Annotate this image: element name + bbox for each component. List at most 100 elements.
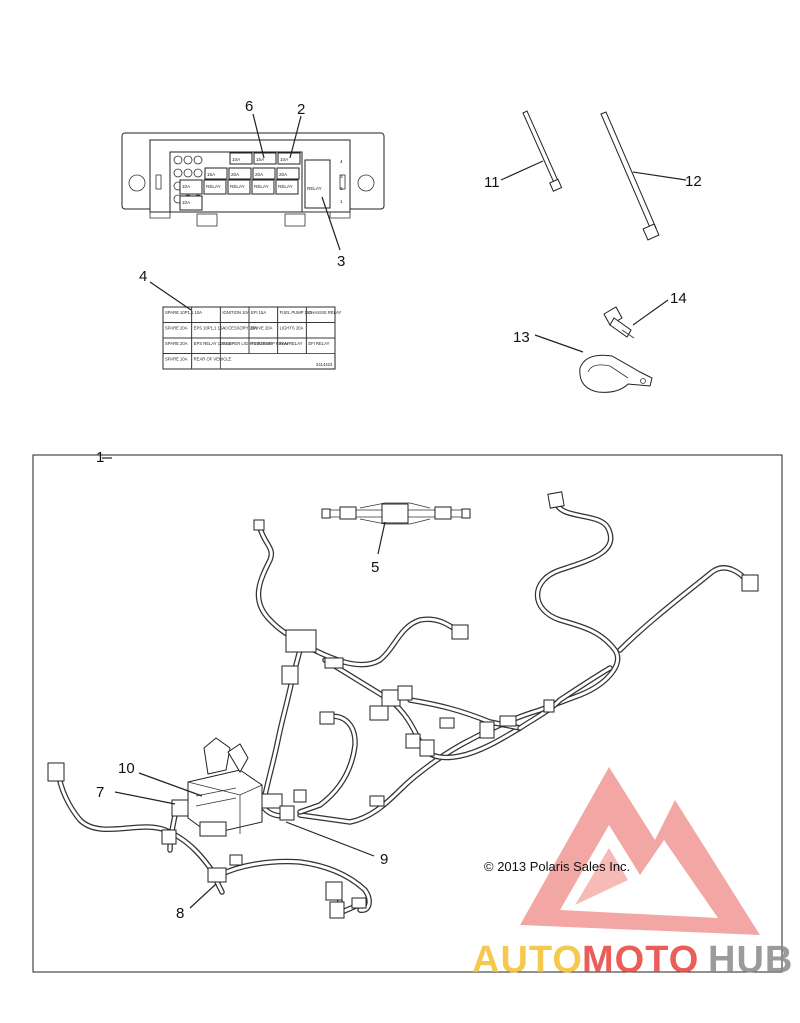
side-relay-label: RELAY [307, 186, 322, 191]
copyright-text: © 2013 Polaris Sales Inc. [484, 859, 630, 874]
fuse-slot-label: 20A [279, 172, 288, 177]
fuse-slot-label: 15A [256, 157, 265, 162]
callout-1: 1 [96, 449, 104, 466]
cable-tie-large [600, 111, 660, 241]
fuse-slot-label: 10A [182, 184, 191, 189]
leader-lines [102, 113, 687, 909]
fuse-slot-label: 20A [231, 172, 240, 177]
watermark-text: AUTO MOTO HUB [472, 939, 793, 981]
harness-wire-core [518, 666, 612, 730]
fuse-slot [252, 167, 276, 180]
callout-11: 11 [484, 174, 500, 191]
fuse-slot-label: 15A [207, 172, 216, 177]
jumper-harness [321, 502, 471, 525]
callout-5: 5 [371, 559, 379, 576]
decal-cell-text: DRIVE 20A [251, 326, 273, 331]
fuse-slot-label: 10A [182, 200, 191, 205]
fuse-socket [183, 168, 193, 178]
decal-cell-text: IGNITION 10A [222, 310, 249, 315]
fuse-slot-label: 20A [255, 172, 264, 177]
harness-wire-core [218, 860, 371, 912]
decal-cell-text: FAN RELAY [280, 341, 303, 346]
callout-14: 14 [670, 290, 687, 307]
decal-cell-text: REAR OF VEHICLE [194, 357, 232, 362]
fuse-socket [183, 155, 193, 165]
decal-cell-text: ACCESSORY 20A [222, 326, 257, 331]
fuse-slot [275, 179, 299, 195]
fuse-socket [193, 168, 203, 178]
watermark-logo [520, 767, 760, 935]
fuse-grid: 10A 15A 10A 15A 20A 20A 20A 10A RELAY RELAY RELAY R… [169, 151, 331, 213]
decal-cell-text: SPARE 20A [165, 326, 188, 331]
watermark-moto: MOTO [582, 939, 699, 981]
fuse-slot-label: RELAY [278, 184, 293, 189]
fuse-slot [179, 179, 203, 195]
decal-cell-text: FUEL PUMP 15A [280, 310, 313, 315]
callout-7: 7 [96, 784, 104, 801]
fuse-slot [179, 195, 203, 211]
fuse-number-3: 3 [340, 174, 343, 179]
decal-cell-text: EPS 10P1,1 15A [194, 326, 226, 331]
callout-12: 12 [685, 173, 702, 190]
fuse-number-4: 4 [340, 159, 343, 164]
harness-wire-core [298, 714, 357, 814]
callout-4: 4 [139, 268, 147, 285]
watermark-triangle-inner [560, 825, 718, 918]
decal-cell-text: SPARE 20A [165, 341, 188, 346]
harness-wire [617, 565, 751, 653]
decal-cell-text: DAMPER LIGHTS RELAY [222, 341, 271, 346]
decal-cell-text: EPS RELAY 10P1,1 [194, 341, 232, 346]
decal-cell [191, 353, 221, 370]
watermark-auto: AUTO [472, 939, 583, 981]
fuse-socket [193, 155, 203, 165]
decal-cell-text: EFI RELAY [308, 341, 329, 346]
decal-cell-text: FUEL PUMP RELAY [251, 341, 290, 346]
fuse-slot [227, 179, 251, 195]
fuse-slot-label: RELAY [254, 184, 269, 189]
decal-part-number: 2414423 [316, 362, 333, 367]
harness-connectors [47, 491, 759, 919]
harness-wire [217, 858, 372, 913]
harness-wire-core [56, 768, 217, 877]
fuse-slot [251, 179, 275, 195]
fuse-slot [253, 152, 277, 165]
decal-cell-text: LIGHTS 20A [280, 326, 304, 331]
fuse-socket [173, 155, 183, 165]
callout-9: 9 [380, 851, 388, 868]
watermark-hub: HUB [708, 939, 793, 981]
push-rivet [603, 306, 635, 339]
decal-cell-text: EFI 15A [251, 310, 266, 315]
decal-cell-text: SPARE 10P1,1 10A [165, 310, 202, 315]
harness-wire-core [298, 500, 619, 824]
fuse-box: 10A 15A 10A 15A 20A 20A 20A 10A RELAY RELAY RELAY R… [121, 132, 385, 227]
fuse-slot [276, 167, 300, 180]
fuse-slot [228, 167, 252, 180]
harness-fuse-box-housing [187, 737, 263, 837]
decal-cell-text: CHASSIS RELAY [308, 310, 341, 315]
decal-cell [305, 337, 336, 354]
fuse-slot-label: RELAY [230, 184, 245, 189]
fuse-slot-label: 10A [232, 157, 241, 162]
fuse-slot-label: RELAY [206, 184, 221, 189]
cable-tie-small [522, 110, 563, 192]
fuse-slot [204, 167, 228, 180]
fuse-slot [203, 179, 227, 195]
callout-10: 10 [118, 760, 135, 777]
callout-13: 13 [513, 329, 530, 346]
fuse-number-1: 1 [340, 199, 343, 204]
callout-6: 6 [245, 98, 253, 115]
fuse-slot [229, 152, 253, 165]
fuse-socket [173, 168, 183, 178]
callout-labels: 1 2 3 4 5 6 7 8 9 10 11 12 13 14 [96, 98, 702, 922]
fuse-slot [277, 152, 301, 165]
fuse-slot-label: 10A [280, 157, 289, 162]
callout-2: 2 [297, 101, 305, 118]
callout-3: 3 [337, 253, 345, 270]
harness-wire-core [262, 648, 302, 802]
callout-8: 8 [176, 905, 184, 922]
side-relay [304, 159, 331, 209]
main-wiring-harness [47, 491, 759, 919]
harness-wire-core [408, 698, 522, 730]
harness-wire-core [618, 566, 750, 652]
